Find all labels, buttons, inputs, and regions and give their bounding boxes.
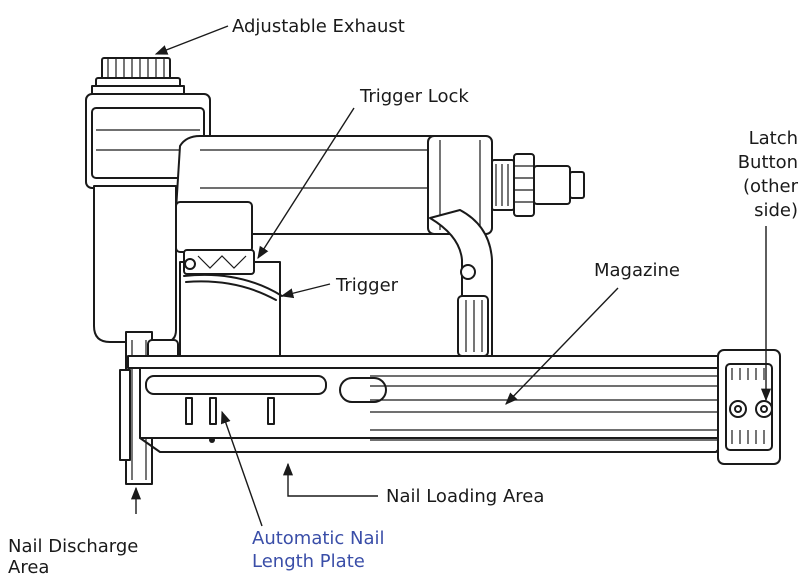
label-nail-discharge-line1: Nail Discharge (8, 536, 138, 557)
label-latch-button-line1: Latch (749, 128, 798, 149)
leader-nail-loading (282, 462, 378, 497)
nose-housing (93, 185, 281, 357)
label-latch-button-line4: side) (754, 200, 798, 221)
leader-adjustable-exhaust (154, 25, 229, 55)
exhaust-cap (91, 57, 185, 97)
label-trigger-lock: Trigger Lock (359, 86, 469, 107)
leader-trigger (280, 283, 331, 299)
label-length-plate-line1: Automatic Nail (252, 528, 385, 549)
leader-magazine (505, 287, 619, 405)
label-nail-discharge-line2: Area (8, 557, 49, 576)
trigger-assembly (183, 249, 283, 301)
leader-trigger-lock (257, 107, 355, 260)
label-length-plate-line2: Length Plate (252, 551, 365, 572)
magazine-body (127, 355, 741, 453)
rear-support (429, 209, 493, 357)
leader-length-plate (220, 410, 263, 527)
label-nail-loading-area: Nail Loading Area (386, 486, 544, 507)
leader-lines (130, 25, 772, 527)
tool-body (85, 57, 781, 485)
label-adjustable-exhaust: Adjustable Exhaust (232, 16, 405, 37)
label-latch-button-line2: Button (738, 152, 798, 173)
label-trigger: Trigger (335, 275, 399, 296)
label-magazine: Magazine (594, 260, 680, 281)
label-latch-button-line3: (other (743, 176, 799, 197)
latch-end-cap (717, 349, 781, 465)
